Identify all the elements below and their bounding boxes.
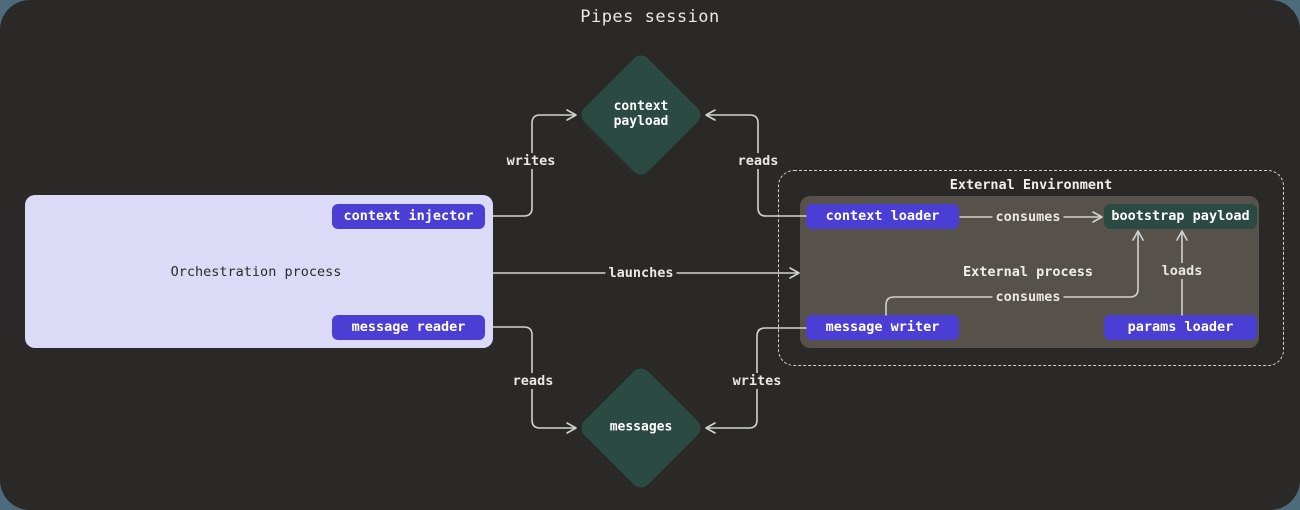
external-environment-label: External Environment: [949, 177, 1113, 193]
edge-label-loads: loads: [1158, 263, 1206, 279]
edge-label-launches: launches: [605, 265, 677, 281]
message-reader-node: message reader: [332, 315, 485, 340]
context-injector-node: context injector: [332, 204, 485, 229]
orchestration-process-node: Orchestration process context injector m…: [25, 195, 493, 348]
edge-label-reads-bottom: reads: [509, 373, 557, 389]
external-environment-group: External Environment External process co…: [778, 170, 1284, 366]
edge-label-consumes-bottom: consumes: [992, 289, 1064, 305]
arrowhead-writes-top: [566, 109, 577, 121]
params-loader-node: params loader: [1104, 315, 1257, 340]
external-process-label: External process: [962, 264, 1094, 280]
edge-label-writes-top: writes: [503, 153, 559, 169]
edge-label-reads-top: reads: [734, 153, 782, 169]
edge-label-writes-bottom: writes: [729, 373, 785, 389]
arrowhead-writes-bottom: [705, 422, 716, 434]
diagram-title: Pipes session: [580, 7, 720, 27]
bootstrap-payload-node: bootstrap payload: [1104, 204, 1257, 229]
context-payload-label: context payload: [613, 99, 669, 129]
edge-label-consumes-top: consumes: [992, 209, 1064, 225]
message-writer-node: message writer: [806, 315, 959, 340]
arrowhead-reads-top: [705, 109, 716, 121]
arrowhead-reads-bottom: [566, 422, 577, 434]
orchestration-process-label: Orchestration process: [170, 264, 342, 280]
messages-label: messages: [609, 419, 673, 435]
context-loader-node: context loader: [806, 204, 959, 229]
